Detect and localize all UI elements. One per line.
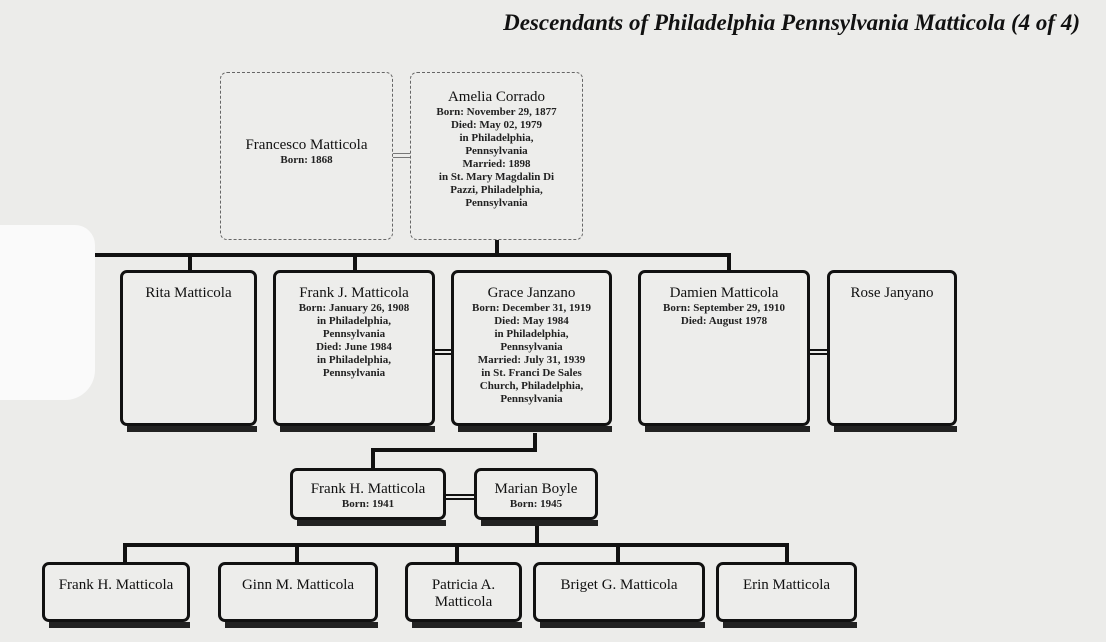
person-detail: Pennsylvania: [322, 367, 386, 379]
person-detail: Born: 1941: [341, 498, 395, 510]
spouse-connector: [435, 349, 451, 355]
person-detail: in Philadelphia,: [317, 315, 391, 327]
person-detail: Pennsylvania: [322, 328, 386, 340]
person-detail: in Philadelphia,: [459, 132, 534, 144]
spouse-connector: [446, 494, 474, 500]
person-box[interactable]: Grace Janzano Born: December 31, 1919 Di…: [451, 270, 612, 432]
person-name: Marian Boyle: [494, 481, 578, 497]
connector-line: [616, 543, 620, 563]
person-name: Frank J. Matticola: [299, 285, 409, 301]
person-name: Briget G. Matticola: [560, 577, 678, 593]
person-name: Ginn M. Matticola: [241, 577, 355, 593]
connector-line: [371, 448, 537, 452]
person-box[interactable]: Erin Matticola: [716, 562, 857, 628]
person-detail: Born: December 31, 1919: [472, 302, 591, 314]
connector-line: [371, 448, 375, 468]
person-detail: Born: 1868: [280, 154, 333, 166]
spouse-connector: [393, 153, 410, 158]
person-name: Patricia A. Matticola: [431, 577, 496, 610]
connector-line: [353, 253, 357, 271]
person-box[interactable]: Patricia A. Matticola: [405, 562, 522, 628]
person-name: Amelia Corrado: [447, 89, 546, 105]
person-detail: Died: August 1978: [680, 315, 768, 327]
person-detail: Born: November 29, 1877: [436, 106, 557, 118]
person-name: Erin Matticola: [742, 577, 831, 593]
person-detail: Church, Philadelphia,: [479, 380, 584, 392]
page-title: Descendants of Philadelphia Pennsylvania…: [503, 10, 1080, 35]
person-box[interactable]: Rose Janyano: [827, 270, 957, 432]
scan-artifact: [0, 225, 95, 400]
person-detail: Died: June 1984: [316, 341, 392, 353]
person-box[interactable]: Amelia Corrado Born: November 29, 1877 D…: [410, 72, 583, 240]
person-name: Frank H. Matticola: [310, 481, 426, 497]
connector-line: [123, 543, 127, 563]
person-name: Rita Matticola: [145, 285, 232, 301]
person-detail: Pennsylvania: [500, 393, 563, 405]
person-detail: Born: September 29, 1910: [662, 302, 785, 314]
person-box[interactable]: Briget G. Matticola: [533, 562, 705, 628]
connector-line: [533, 433, 537, 451]
person-detail: Pazzi, Philadelphia,: [450, 184, 543, 196]
connector-line: [535, 526, 539, 546]
person-box[interactable]: Rita Matticola: [120, 270, 257, 432]
person-detail: Born: 1945: [509, 498, 563, 510]
person-box[interactable]: Ginn M. Matticola: [218, 562, 378, 628]
person-detail: Married: 1898: [462, 158, 531, 170]
person-name: Rose Janyano: [850, 285, 934, 301]
connector-line: [495, 240, 499, 257]
person-detail: Married: July 31, 1939: [477, 354, 586, 366]
person-box[interactable]: Francesco Matticola Born: 1868: [220, 72, 393, 240]
person-detail: Died: May 1984: [494, 315, 569, 327]
person-box[interactable]: Frank H. Matticola Born: 1941: [290, 468, 446, 526]
connector-line: [455, 543, 459, 563]
person-detail: in Philadelphia,: [317, 354, 391, 366]
connector-line: [295, 543, 299, 563]
connector-line: [785, 543, 789, 563]
person-box[interactable]: Marian Boyle Born: 1945: [474, 468, 598, 526]
person-detail: Pennsylvania: [465, 197, 528, 209]
person-detail: in St. Mary Magdalin Di: [438, 171, 555, 183]
person-name: Francesco Matticola: [245, 137, 368, 153]
person-detail: Died: May 02, 1979: [450, 119, 543, 131]
connector-line: [95, 253, 731, 257]
person-detail: Born: January 26, 1908: [298, 302, 410, 314]
person-detail: Pennsylvania: [500, 341, 563, 353]
connector-line: [188, 253, 192, 271]
connector-line: [727, 253, 731, 271]
person-box[interactable]: Frank H. Matticola: [42, 562, 190, 628]
person-detail: in Philadelphia,: [494, 328, 569, 340]
person-detail: in St. Franci De Sales: [481, 367, 582, 379]
person-box[interactable]: Frank J. Matticola Born: January 26, 190…: [273, 270, 435, 432]
person-name: Damien Matticola: [669, 285, 779, 301]
person-box[interactable]: Damien Matticola Born: September 29, 191…: [638, 270, 810, 432]
person-name: Frank H. Matticola: [58, 577, 174, 593]
person-detail: Pennsylvania: [465, 145, 528, 157]
spouse-connector: [810, 349, 827, 355]
person-name: Grace Janzano: [487, 285, 576, 301]
